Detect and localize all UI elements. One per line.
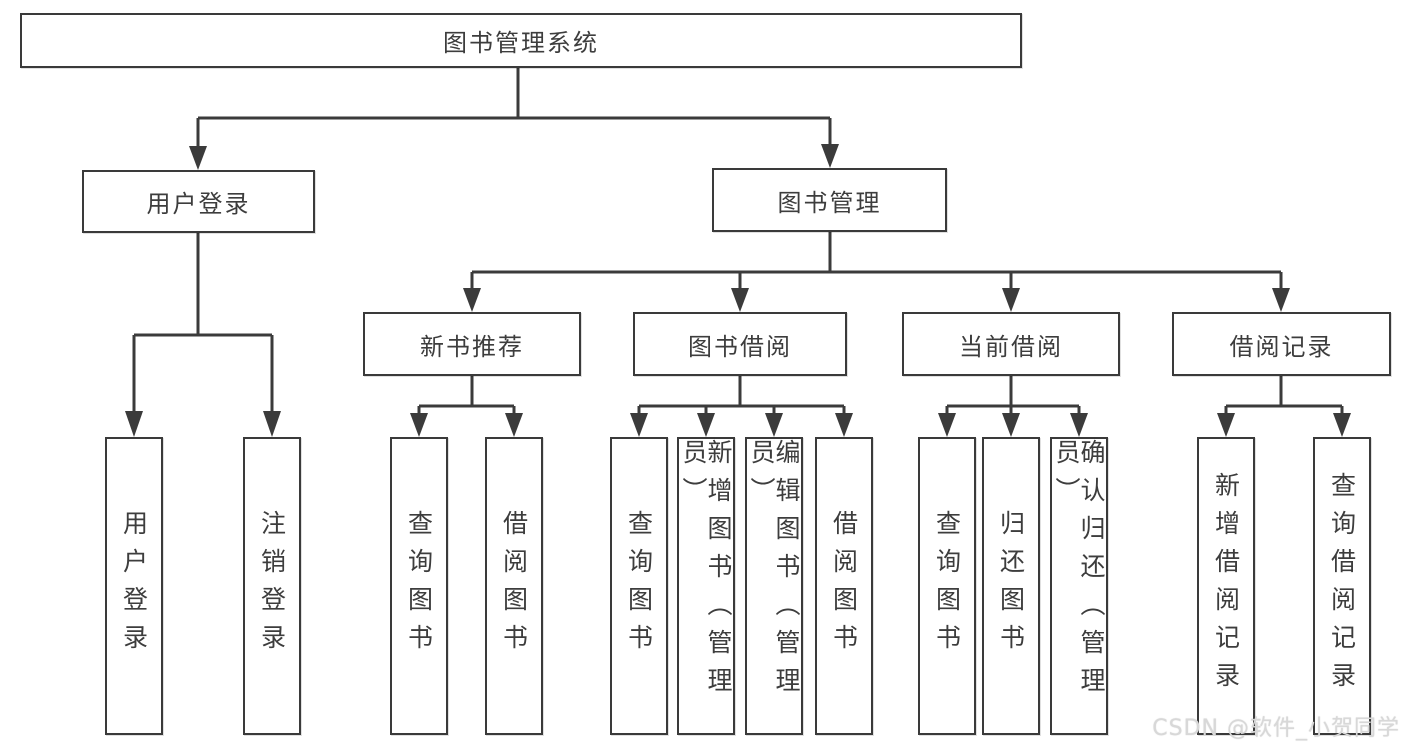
node-label: 归还图书 xyxy=(996,510,1026,662)
connector-book-mgmt-to-sections xyxy=(463,232,1290,312)
connector-current-borrow-to-leaves xyxy=(938,376,1088,437)
node-label: 确认归还（管理员） xyxy=(1052,439,1106,705)
node-new-book-recommendation: 新书推荐 xyxy=(363,312,581,376)
csdn-watermark: CSDN @软件_小贺同学 xyxy=(1152,716,1400,741)
connector-user-login-to-leaves xyxy=(125,233,281,437)
leaf-logout: 注销登录 xyxy=(243,437,301,735)
leaf-borrow-books-2: 借阅图书 xyxy=(815,437,873,735)
connector-new-book-rec-to-leaves xyxy=(410,376,523,437)
node-label: 编辑图书（管理员） xyxy=(747,439,801,705)
leaf-query-borrow-record: 查询借阅记录 xyxy=(1313,437,1371,735)
node-label: 借阅记录 xyxy=(1229,332,1334,361)
leaf-borrow-books-1: 借阅图书 xyxy=(485,437,543,735)
node-current-borrowing: 当前借阅 xyxy=(902,312,1120,376)
node-label: 查询图书 xyxy=(932,510,962,662)
node-label: 新增借阅记录 xyxy=(1211,472,1241,700)
node-book-management: 图书管理 xyxy=(712,168,947,232)
node-label: 查询借阅记录 xyxy=(1327,472,1357,700)
connector-root-to-level2 xyxy=(189,68,839,170)
connector-borrow-record-to-leaves xyxy=(1217,376,1351,437)
node-label: 新书推荐 xyxy=(420,332,524,361)
node-borrowing-records: 借阅记录 xyxy=(1172,312,1391,376)
node-label: 借阅图书 xyxy=(829,510,859,662)
node-label: 注销登录 xyxy=(257,510,287,662)
node-label: 图书借阅 xyxy=(688,332,792,361)
leaf-add-borrow-record: 新增借阅记录 xyxy=(1197,437,1255,735)
node-label: 当前借阅 xyxy=(959,332,1063,361)
node-user-login: 用户登录 xyxy=(82,170,315,233)
leaf-query-books-2: 查询图书 xyxy=(610,437,668,735)
node-label: 借阅图书 xyxy=(499,510,529,662)
connector-book-borrow-to-leaves xyxy=(630,376,853,437)
node-library-system: 图书管理系统 xyxy=(20,13,1022,68)
leaf-return-books: 归还图书 xyxy=(982,437,1040,735)
node-label: 查询图书 xyxy=(404,510,434,662)
leaf-edit-books-admin: 编辑图书（管理员） xyxy=(745,437,803,735)
node-book-borrowing: 图书借阅 xyxy=(633,312,847,376)
node-label: 用户登录 xyxy=(146,190,251,218)
leaf-add-books-admin: 新增图书（管理员） xyxy=(677,437,735,735)
node-label: 图书管理系统 xyxy=(443,29,599,57)
node-label: 图书管理 xyxy=(777,188,882,217)
node-label: 新增图书（管理员） xyxy=(679,439,733,705)
node-label: 用户登录 xyxy=(119,510,149,662)
leaf-query-books-3: 查询图书 xyxy=(918,437,976,735)
leaf-confirm-return-admin: 确认归还（管理员） xyxy=(1050,437,1108,735)
leaf-query-books-1: 查询图书 xyxy=(390,437,448,735)
leaf-user-login: 用户登录 xyxy=(105,437,163,735)
node-label: 查询图书 xyxy=(624,510,654,662)
